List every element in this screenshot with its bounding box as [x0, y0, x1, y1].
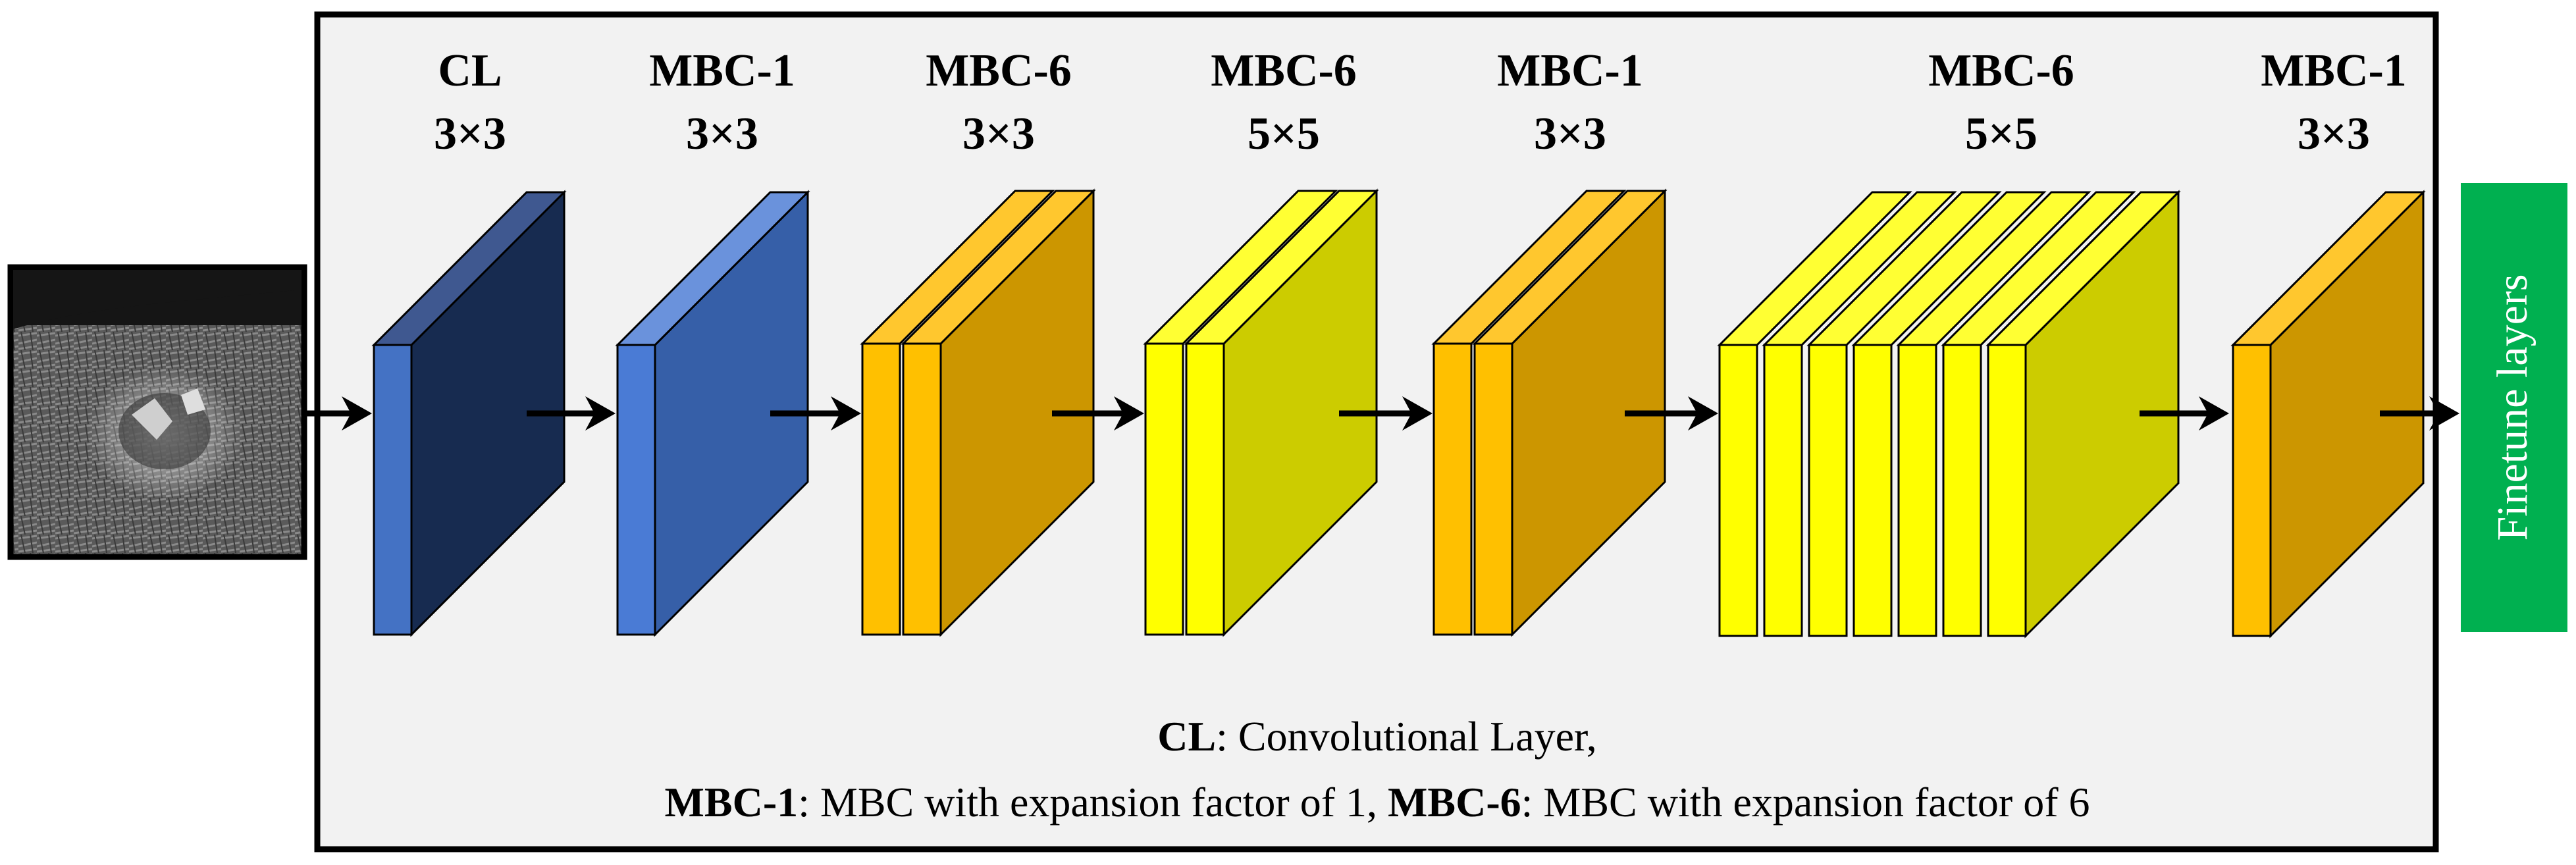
block-4-title: MBC-6 [1211, 45, 1357, 96]
block-4 [1143, 188, 1379, 637]
block-4-slab-2-front [1185, 342, 1225, 636]
arrow-3 [770, 396, 861, 431]
block-6-slab-4-front [1853, 344, 1893, 637]
finetune-layers-box: Finetune layers [2461, 183, 2567, 632]
arrow-6 [1625, 396, 1718, 431]
arrow-8 [2380, 396, 2459, 431]
block-4-kernel: 5×5 [1248, 109, 1320, 159]
block-3-slab-2-front [902, 342, 942, 636]
block-3 [860, 188, 1096, 637]
legend: CL: Convolutional Layer, MBC-1: MBC with… [665, 713, 2090, 826]
block-headers: CL 3×3 MBC-1 3×3 MBC-6 3×3 MBC-6 5×5 MBC-1 3×3 MBC… [434, 45, 2407, 159]
legend-abbr-mbc1: MBC-1 [665, 779, 799, 826]
arrow-2 [527, 396, 616, 431]
block-6-slab-1-front [1718, 344, 1758, 637]
block-6-slab-5-front [1897, 344, 1937, 637]
legend-text-mbc1: : MBC with expansion factor of 1, [798, 779, 1388, 826]
arrows-layer [305, 396, 2459, 431]
legend-abbr-cl: CL [1157, 713, 1216, 760]
input-image [7, 264, 307, 560]
arrow-4 [1052, 396, 1144, 431]
arrow-7 [2140, 396, 2229, 431]
block-6-kernel: 5×5 [1965, 109, 2037, 159]
legend-line-2: MBC-1: MBC with expansion factor of 1, M… [665, 779, 2090, 826]
block-5-kernel: 3×3 [1534, 109, 1606, 159]
block-1-slab-1-front [373, 344, 413, 636]
block-5-slab-2-front [1473, 342, 1513, 636]
block-2 [615, 190, 810, 637]
block-4-slab-1-front [1144, 342, 1184, 636]
legend-text-mbc6: : MBC with expansion factor of 6 [1521, 779, 2090, 826]
block-6-slab-2-front [1763, 344, 1803, 637]
legend-text-cl: : Convolutional Layer, [1216, 713, 1597, 760]
arrow-1 [305, 396, 372, 431]
block-2-slab-1-front [616, 344, 656, 636]
block-1 [371, 190, 567, 637]
block-7-title: MBC-1 [2261, 45, 2407, 96]
block-5-slab-1-front [1433, 342, 1473, 636]
legend-abbr-mbc6: MBC-6 [1388, 779, 1521, 826]
block-2-kernel: 3×3 [686, 109, 758, 159]
finetune-label: Finetune layers [2488, 274, 2537, 540]
block-6-slab-7-front [1987, 344, 2027, 637]
arrow-5 [1339, 396, 1433, 431]
block-5-title: MBC-1 [1497, 45, 1643, 96]
block-2-title: MBC-1 [649, 45, 795, 96]
block-7-slab-1-front [2232, 344, 2272, 637]
block-6-slab-3-front [1808, 344, 1848, 637]
block-3-kernel: 3×3 [962, 109, 1035, 159]
block-3-slab-1-front [861, 342, 901, 636]
blocks-layer [371, 188, 2426, 639]
block-1-kernel: 3×3 [434, 109, 506, 159]
block-6 [1717, 190, 2181, 639]
block-5 [1431, 188, 1668, 637]
block-1-title: CL [438, 45, 502, 96]
block-6-title: MBC-6 [1928, 45, 2074, 96]
block-7-kernel: 3×3 [2298, 109, 2370, 159]
block-3-title: MBC-6 [926, 45, 1072, 96]
legend-line-1: CL: Convolutional Layer, [1157, 713, 1597, 760]
block-6-slab-6-front [1942, 344, 1982, 637]
block-7 [2230, 190, 2426, 639]
